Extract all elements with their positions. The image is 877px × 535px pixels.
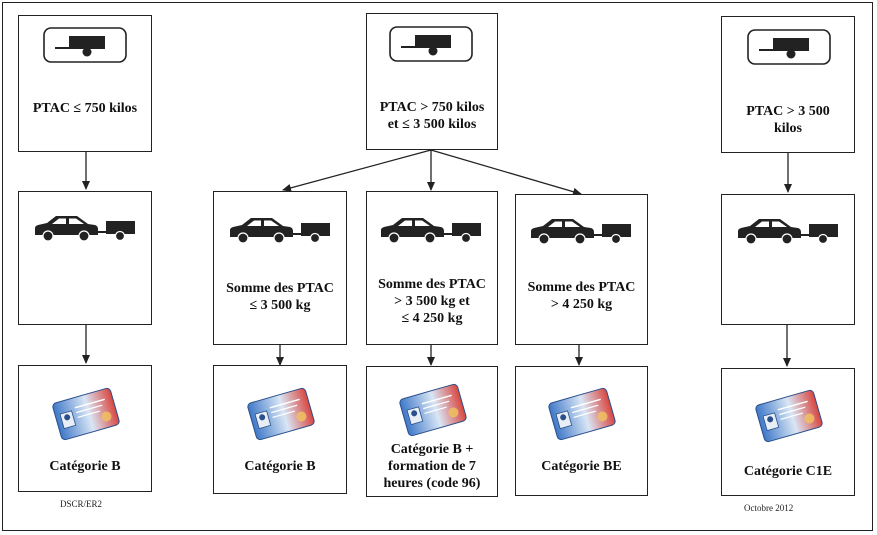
license-box-2-label: Catégorie B bbox=[244, 459, 316, 474]
driving-license-card-icon bbox=[247, 387, 315, 441]
trailer-box-1: PTAC ≤ 750 kilos bbox=[18, 15, 152, 152]
driving-license-card-icon bbox=[399, 383, 467, 437]
car-box-3-label: Somme des PTAC > 3 500 kg et ≤ 4 250 kg bbox=[378, 277, 486, 326]
car-box-5 bbox=[721, 194, 855, 325]
license-box-3-label: Catégorie B + formation de 7 heures (cod… bbox=[383, 442, 481, 491]
driving-license-card-icon bbox=[52, 387, 120, 441]
arrow-trailer2-car4 bbox=[430, 149, 582, 196]
driving-license-card-icon bbox=[755, 389, 823, 443]
license-box-2: Catégorie B bbox=[213, 365, 347, 494]
license-box-5-label: Catégorie C1E bbox=[743, 464, 833, 479]
driving-license-card-icon bbox=[548, 387, 616, 441]
trailer-icon bbox=[389, 26, 473, 62]
trailer-icon bbox=[747, 29, 831, 65]
car-with-trailer-icon bbox=[738, 219, 838, 245]
car-box-2-label: Somme des PTAC ≤ 3 500 kg bbox=[226, 281, 334, 313]
trailer-box-1-label: PTAC ≤ 750 kilos bbox=[32, 101, 138, 116]
car-with-trailer-icon bbox=[35, 216, 135, 242]
license-box-3: Catégorie B + formation de 7 heures (cod… bbox=[366, 366, 498, 497]
license-box-4-label: Catégorie BE bbox=[541, 459, 622, 474]
car-box-3: Somme des PTAC > 3 500 kg et ≤ 4 250 kg bbox=[366, 191, 498, 345]
trailer-box-2: PTAC > 750 kilos et ≤ 3 500 kilos bbox=[366, 13, 498, 150]
trailer-box-3: PTAC > 3 500 kilos bbox=[721, 16, 855, 153]
car-with-trailer-icon bbox=[230, 218, 330, 244]
trailer-box-3-label: PTAC > 3 500 kilos bbox=[746, 104, 830, 136]
arrow-trailer2-car2 bbox=[282, 149, 432, 192]
license-box-1-label: Catégorie B bbox=[49, 459, 121, 474]
license-box-5: Catégorie C1E bbox=[721, 368, 855, 496]
car-box-4-label: Somme des PTAC > 4 250 kg bbox=[527, 280, 636, 312]
license-box-4: Catégorie BE bbox=[515, 366, 648, 496]
car-with-trailer-icon bbox=[381, 218, 481, 244]
car-box-1 bbox=[18, 191, 152, 325]
trailer-box-2-label: PTAC > 750 kilos et ≤ 3 500 kilos bbox=[379, 100, 485, 132]
footer-date: Octobre 2012 bbox=[744, 503, 794, 513]
car-box-4: Somme des PTAC > 4 250 kg bbox=[515, 194, 648, 345]
car-box-2: Somme des PTAC ≤ 3 500 kg bbox=[213, 191, 347, 345]
trailer-icon bbox=[43, 27, 127, 63]
license-box-1: Catégorie B bbox=[18, 365, 152, 492]
footer-source: DSCR/ER2 bbox=[60, 499, 103, 509]
car-with-trailer-icon bbox=[531, 219, 631, 245]
